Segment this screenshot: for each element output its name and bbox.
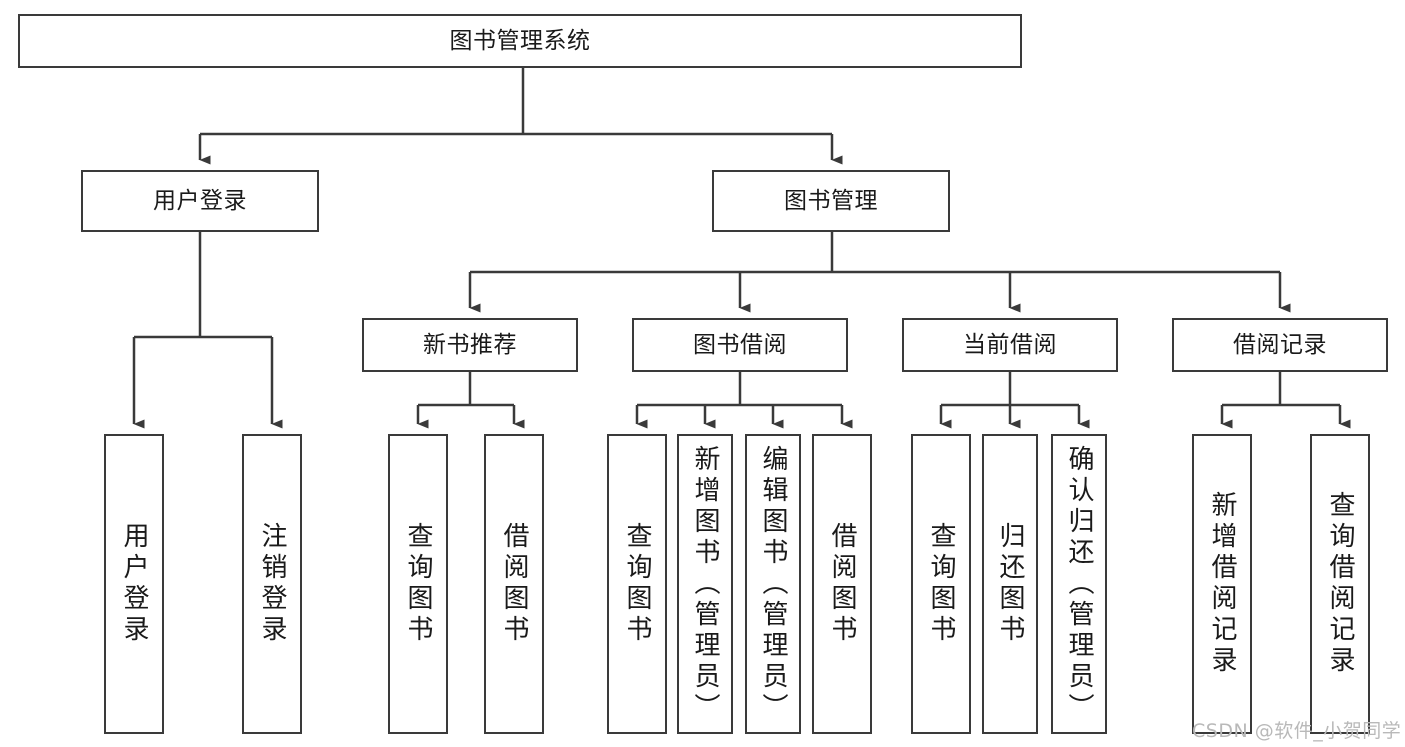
node-root[interactable]: 图书管理系统 xyxy=(18,14,1022,68)
node-book-management[interactable]: 图书管理 xyxy=(712,170,950,232)
node-leaf-query-book-2[interactable]: 查询图书 xyxy=(607,434,667,734)
node-book-borrow-label: 图书借阅 xyxy=(693,331,787,358)
node-leaf-query-book-1[interactable]: 查询图书 xyxy=(388,434,448,734)
node-leaf-confirm-return[interactable]: 确认归还（管理员） xyxy=(1051,434,1107,734)
node-borrow-record-label: 借阅记录 xyxy=(1233,331,1327,358)
node-leaf-borrow-book-2[interactable]: 借阅图书 xyxy=(812,434,872,734)
node-current-borrow[interactable]: 当前借阅 xyxy=(902,318,1118,372)
node-user-login[interactable]: 用户登录 xyxy=(81,170,319,232)
node-leaf-add-record-label: 新增借阅记录 xyxy=(1207,491,1237,677)
node-leaf-user-login[interactable]: 用户登录 xyxy=(104,434,164,734)
node-leaf-query-book-1-label: 查询图书 xyxy=(403,522,433,646)
node-new-book-recommend[interactable]: 新书推荐 xyxy=(362,318,578,372)
node-root-label: 图书管理系统 xyxy=(449,27,591,54)
node-current-borrow-label: 当前借阅 xyxy=(963,331,1057,358)
csdn-watermark: CSDN @软件_小贺同学 xyxy=(1192,720,1402,742)
node-leaf-query-record-label: 查询借阅记录 xyxy=(1325,491,1355,677)
node-new-book-recommend-label: 新书推荐 xyxy=(423,331,517,358)
node-leaf-borrow-book-1-label: 借阅图书 xyxy=(499,522,529,646)
node-book-borrow[interactable]: 图书借阅 xyxy=(632,318,848,372)
node-leaf-logout-login[interactable]: 注销登录 xyxy=(242,434,302,734)
node-leaf-add-book-label: 新增图书（管理员） xyxy=(690,444,720,724)
node-leaf-borrow-book-2-label: 借阅图书 xyxy=(827,522,857,646)
node-leaf-edit-book-label: 编辑图书（管理员） xyxy=(758,444,788,724)
node-leaf-add-book[interactable]: 新增图书（管理员） xyxy=(677,434,733,734)
node-user-login-label: 用户登录 xyxy=(153,187,247,214)
node-leaf-borrow-book-1[interactable]: 借阅图书 xyxy=(484,434,544,734)
node-leaf-query-book-3[interactable]: 查询图书 xyxy=(911,434,971,734)
node-leaf-return-book-label: 归还图书 xyxy=(995,522,1025,646)
node-leaf-add-record[interactable]: 新增借阅记录 xyxy=(1192,434,1252,734)
node-leaf-query-book-3-label: 查询图书 xyxy=(926,522,956,646)
node-leaf-query-record[interactable]: 查询借阅记录 xyxy=(1310,434,1370,734)
node-borrow-record[interactable]: 借阅记录 xyxy=(1172,318,1388,372)
node-leaf-edit-book[interactable]: 编辑图书（管理员） xyxy=(745,434,801,734)
node-leaf-confirm-return-label: 确认归还（管理员） xyxy=(1064,444,1094,724)
node-book-management-label: 图书管理 xyxy=(784,187,878,214)
node-leaf-logout-login-label: 注销登录 xyxy=(257,522,287,646)
node-leaf-user-login-label: 用户登录 xyxy=(119,522,149,646)
node-leaf-query-book-2-label: 查询图书 xyxy=(622,522,652,646)
node-leaf-return-book[interactable]: 归还图书 xyxy=(982,434,1038,734)
